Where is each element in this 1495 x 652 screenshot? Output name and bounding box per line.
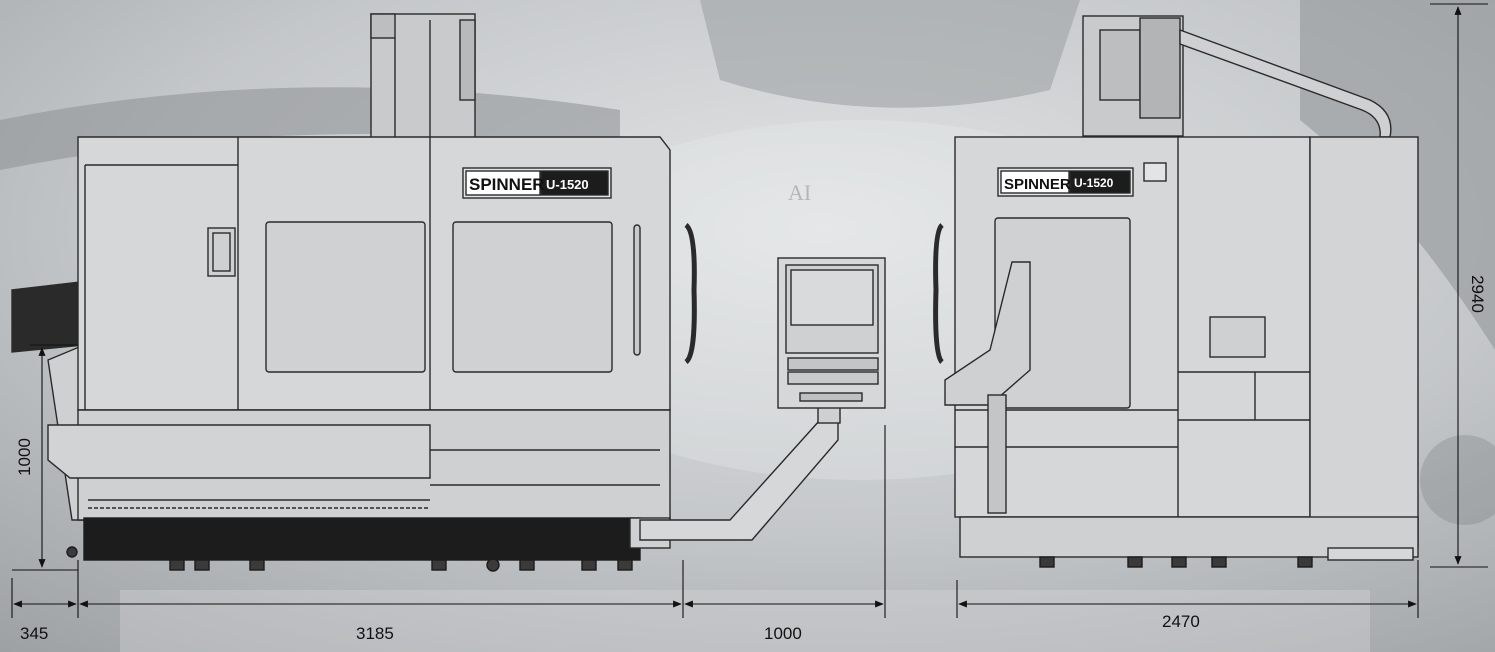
dim-label-345: 345 xyxy=(20,624,49,643)
dim-label-2940: 2940 xyxy=(1467,275,1487,313)
dim-label-2470: 2470 xyxy=(1162,612,1200,631)
dimension-lines xyxy=(11,3,1488,618)
front-brand-text: SPINNER xyxy=(469,175,545,194)
front-window-left xyxy=(265,221,426,373)
front-view xyxy=(11,13,886,572)
front-model-text: U-1520 xyxy=(546,177,589,192)
dim-label-1000-bottom: 1000 xyxy=(764,624,802,643)
side-view xyxy=(933,15,1419,568)
dim-label-3185: 3185 xyxy=(356,624,394,643)
watermark-text: AI xyxy=(788,180,811,205)
side-brand-text: SPINNER xyxy=(1004,176,1071,193)
chip-conveyor xyxy=(11,281,85,353)
front-window-right xyxy=(452,221,613,373)
dim-label-1000-height: 1000 xyxy=(14,438,34,476)
front-base xyxy=(83,517,641,561)
side-model-text: U-1520 xyxy=(1074,176,1114,190)
control-arm xyxy=(639,419,839,541)
side-right-cabinet xyxy=(1309,136,1419,548)
